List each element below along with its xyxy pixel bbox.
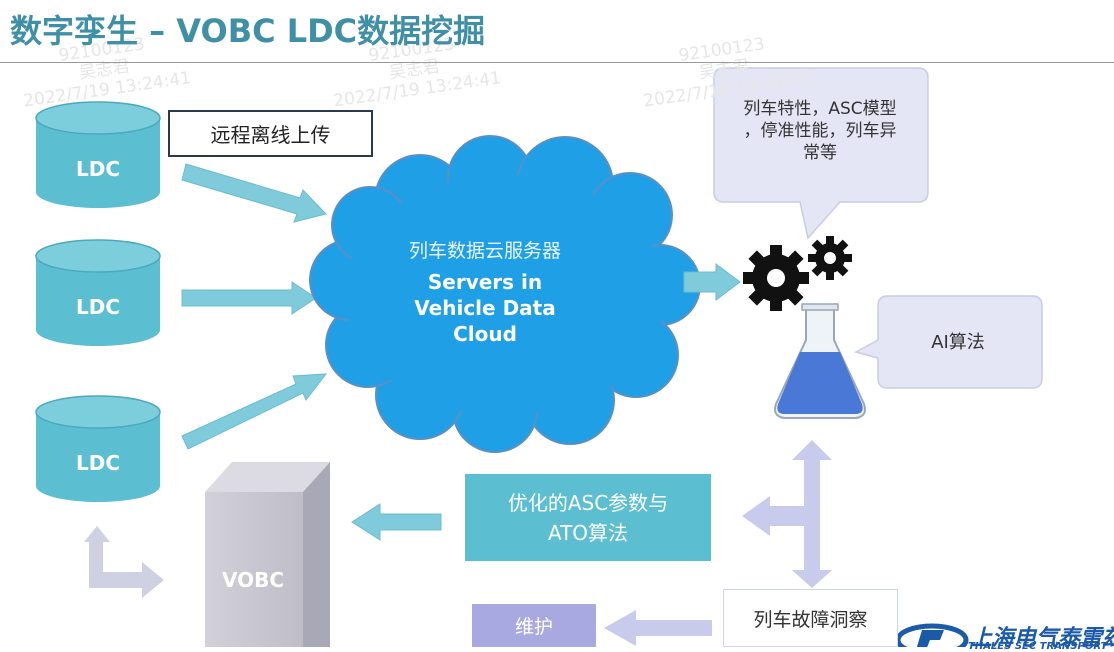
flask-icon (774, 303, 866, 419)
ldc-label-2: LDC (75, 295, 121, 319)
gear-small-icon (808, 236, 852, 280)
bubble-features-text: 列车特性，ASC模型 ，停准性能，列车异 常等 (720, 98, 920, 164)
bubble-features-line-2: ，停准性能，列车异 (743, 121, 897, 141)
maintenance-box: 维护 (472, 604, 596, 647)
cloud-label: 列车数据云服务器 Servers in Vehicle Data Cloud (370, 236, 600, 347)
arrow-cloud-to-gears (683, 263, 741, 301)
ldc-label-3: LDC (75, 451, 121, 475)
bubble-ai-text: AI算法 (931, 332, 985, 353)
cloud-title-cn: 列车数据云服务器 (408, 240, 561, 262)
bubble-features (713, 67, 929, 240)
arrow-fault-to-maintenance (604, 610, 712, 646)
cloud-fill (345, 175, 665, 415)
fault-insight-box: 列车故障洞察 (723, 589, 898, 647)
cloud-title-en-2: Vehicle Data (414, 296, 556, 320)
ldc-cylinder-1 (35, 101, 161, 208)
arrow-vertical-double (792, 440, 832, 588)
arrow-ldc3-to-cloud (181, 373, 328, 450)
cloud-title-en-3: Cloud (453, 322, 517, 346)
arrow-ldc-to-vobc (84, 526, 164, 598)
gear-large-icon (743, 245, 809, 311)
arrow-to-optimized (742, 496, 804, 536)
bubble-features-line-1: 列车特性，ASC模型 (743, 99, 897, 119)
bubble-ai (854, 295, 1043, 389)
vobc-label: VOBC (221, 568, 285, 592)
bubble-features-line-3: 常等 (803, 143, 837, 163)
upload-label-box: 远程离线上传 (168, 110, 373, 157)
title-divider (0, 62, 1114, 63)
arrow-ldc2-to-cloud (181, 281, 317, 315)
cloud-title-en-1: Servers in (427, 270, 543, 294)
ldc-label-1: LDC (75, 157, 121, 181)
vobc-server (205, 462, 330, 647)
arrow-ldc1-to-cloud (181, 163, 327, 223)
optimized-line-2: ATO算法 (547, 520, 629, 545)
ldc-cylinder-2 (35, 239, 161, 346)
optimized-line-1: 优化的ASC参数与 (507, 490, 669, 515)
page-title: 数字孪生 – VOBC LDC数据挖掘 (10, 12, 486, 50)
ldc-cylinder-3 (35, 395, 161, 502)
arrow-optimized-to-vobc (351, 503, 442, 541)
optimized-params-box: 优化的ASC参数与 ATO算法 (465, 474, 711, 561)
logo-mark-icon (895, 623, 969, 647)
